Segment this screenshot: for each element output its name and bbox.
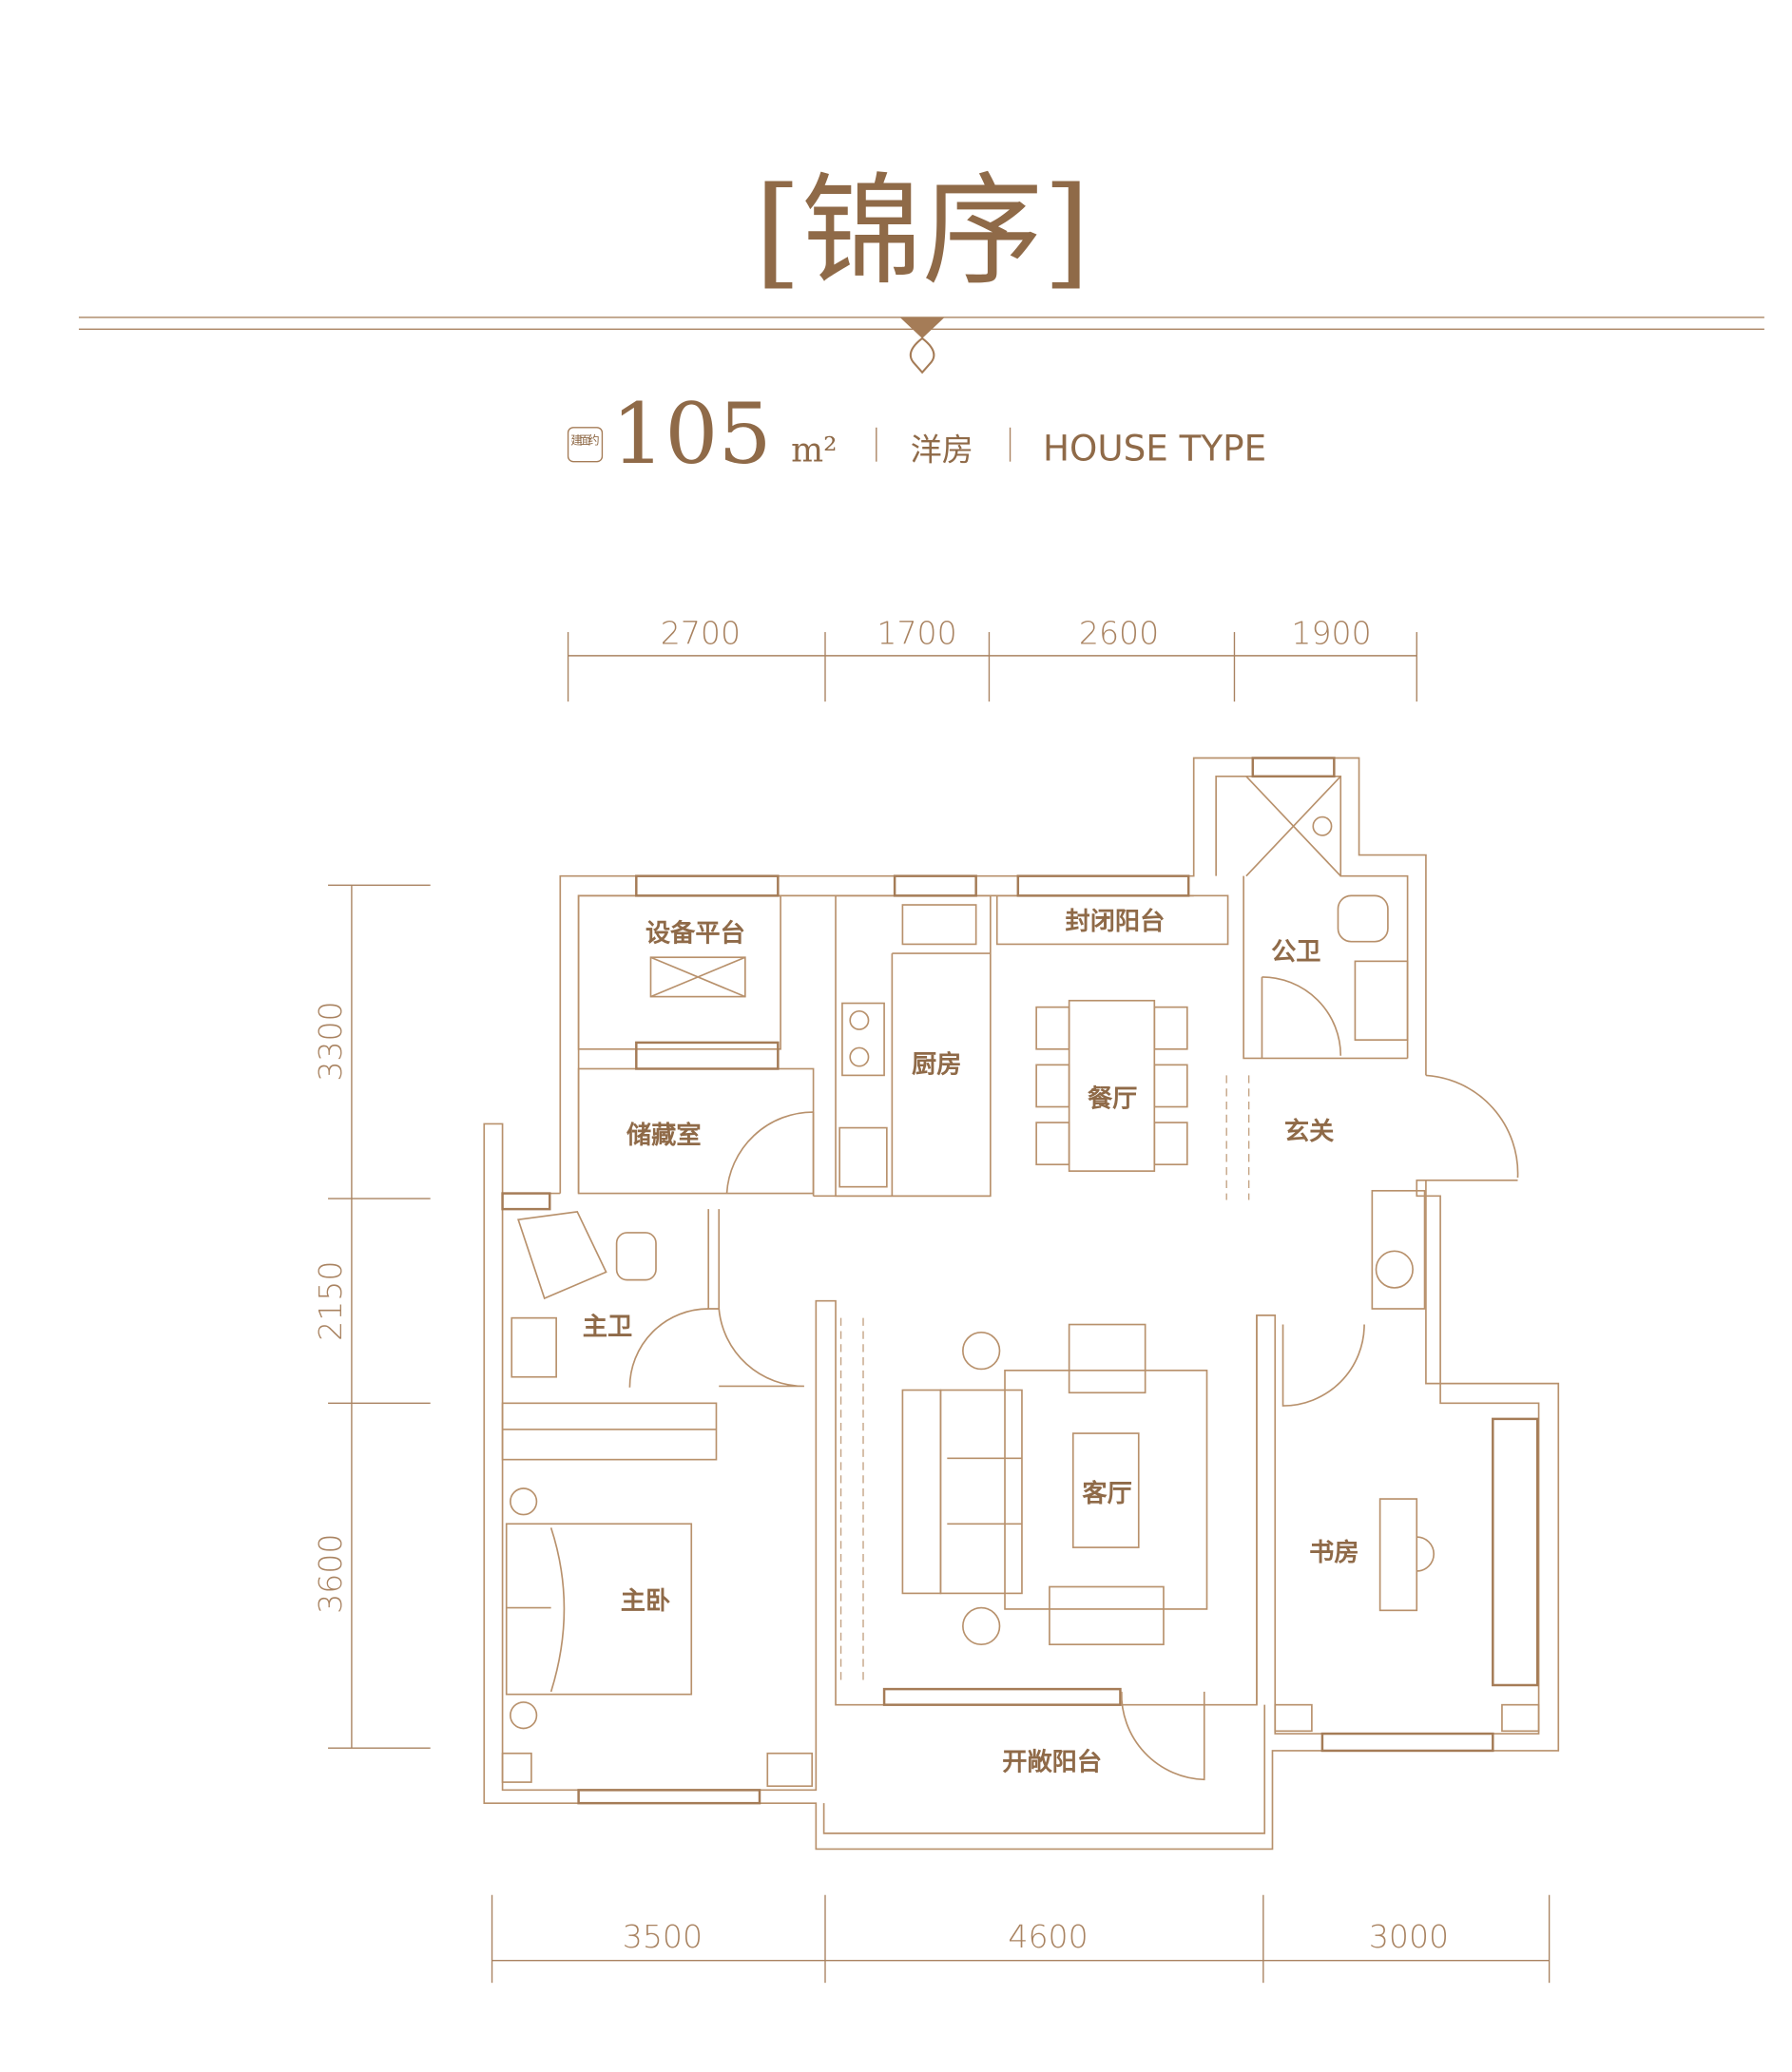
dimension-label: 1900 xyxy=(1291,614,1371,651)
windows xyxy=(501,757,1539,1805)
doors xyxy=(628,976,1519,1781)
wardrobe xyxy=(501,1402,718,1461)
room-label-living: 客厅 xyxy=(1082,1479,1131,1508)
washbasin xyxy=(1354,960,1409,1041)
room-label-storage: 储藏室 xyxy=(626,1121,702,1150)
washer xyxy=(1371,1189,1426,1310)
room-label-enclosed-balcony: 封闭阳台 xyxy=(1066,907,1166,936)
toilet xyxy=(1337,894,1389,943)
tv-bench xyxy=(1049,1585,1165,1646)
plan-title: [锦序] xyxy=(755,161,1090,301)
title-divider xyxy=(78,317,1764,374)
area-badge: 建面约 xyxy=(567,427,604,463)
dimension-label: 3500 xyxy=(623,1918,703,1955)
coffee-table xyxy=(1071,1432,1140,1548)
dimension-label: 3300 xyxy=(312,1001,349,1081)
dimension-label: 2150 xyxy=(312,1261,349,1341)
sink xyxy=(901,904,977,946)
house-type-cn: 洋房 xyxy=(911,431,973,468)
sofa xyxy=(939,1389,1023,1595)
room-label-kitchen: 厨房 xyxy=(912,1051,961,1080)
dimension-label: 2600 xyxy=(1079,614,1159,651)
room-label-dining: 餐厅 xyxy=(1088,1085,1137,1114)
armchair xyxy=(1068,1323,1146,1394)
room-label-study: 书房 xyxy=(1309,1539,1358,1567)
room-label-public-bath: 公卫 xyxy=(1271,938,1320,967)
desk xyxy=(1378,1498,1418,1612)
shower-corner xyxy=(517,1210,607,1300)
dimension-top: 2700 1700 2600 1900 xyxy=(567,614,1417,702)
area-badge-text: 建面约 xyxy=(570,433,599,448)
rug xyxy=(1004,1370,1208,1610)
room-label-equipment-platform: 设备平台 xyxy=(646,919,745,949)
room-label-entrance: 玄关 xyxy=(1284,1117,1335,1146)
dimension-label: 3600 xyxy=(312,1534,349,1614)
area-value: 105 xyxy=(611,385,772,483)
dimension-label: 1700 xyxy=(877,614,956,651)
dimension-bottom: 3500 4600 3000 xyxy=(491,1894,1551,1984)
furniture xyxy=(501,776,1540,1788)
bed xyxy=(505,1523,693,1696)
toilet xyxy=(615,1232,657,1281)
house-type-en: HOUSE TYPE xyxy=(1043,427,1266,469)
washbasin xyxy=(511,1316,557,1378)
fridge xyxy=(838,1126,888,1188)
dimension-label: 2700 xyxy=(661,614,741,651)
stove xyxy=(841,1002,885,1077)
room-label-open-balcony: 开敞阳台 xyxy=(1002,1748,1102,1777)
dimension-label: 4600 xyxy=(1008,1918,1088,1955)
shower xyxy=(1245,776,1341,877)
room-label-master-bedroom: 主卧 xyxy=(621,1587,670,1616)
equipment-platform-area xyxy=(577,894,781,1050)
dimension-left: 3300 2150 3600 xyxy=(312,884,431,1749)
dimension-label: 3000 xyxy=(1369,1918,1449,1955)
area-unit: m² xyxy=(791,432,837,470)
room-label-master-bath: 主卫 xyxy=(583,1314,632,1342)
equipment-box xyxy=(649,956,746,998)
